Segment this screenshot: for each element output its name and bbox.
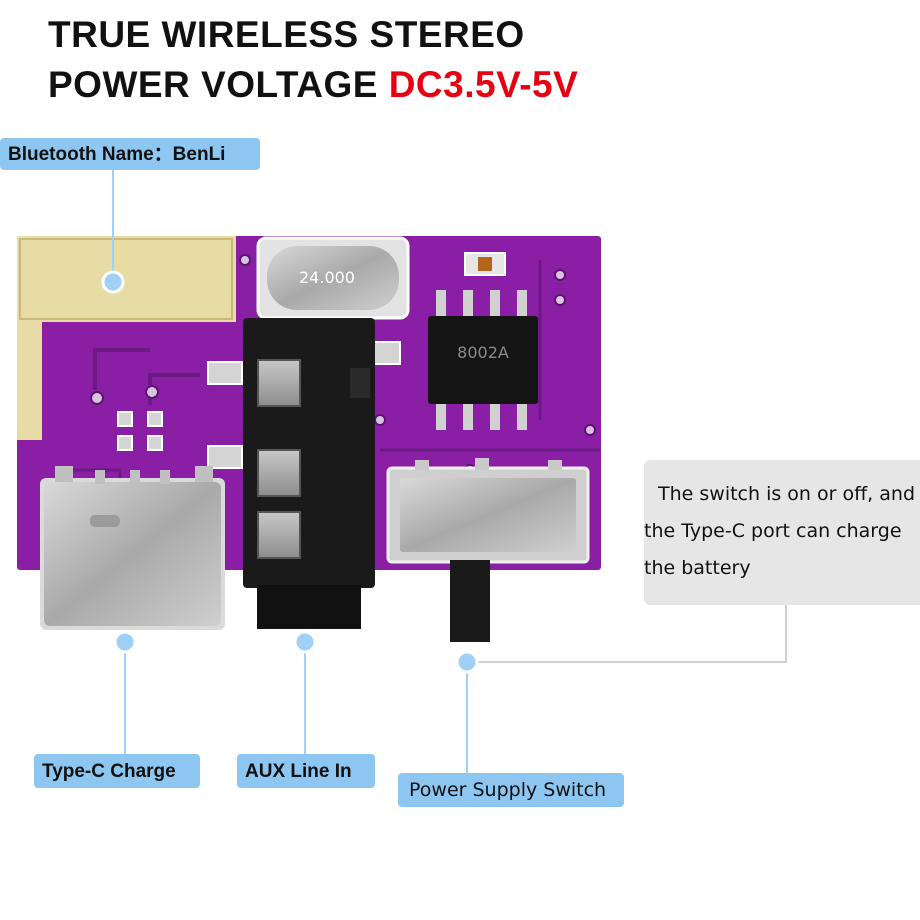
- aux-text: AUX Line In: [245, 761, 352, 782]
- voltage-prefix: POWER VOLTAGE: [48, 64, 389, 105]
- power-switch-label: Power Supply Switch: [398, 773, 624, 807]
- power-switch-text: Power Supply Switch: [409, 779, 607, 801]
- page-title: TRUE WIRELESS STEREO: [48, 14, 525, 56]
- voltage-value: DC3.5V-5V: [388, 64, 579, 105]
- slide-switch: [386, 458, 590, 642]
- bluetooth-name-label: Bluetooth Name：BenLi: [0, 138, 260, 170]
- bluetooth-marker-dot: [101, 270, 125, 294]
- voltage-title: POWER VOLTAGE DC3.5V-5V: [48, 64, 578, 106]
- switch-callout: The switch is on or off, and the Type-C …: [644, 460, 920, 605]
- type-c-text: Type-C Charge: [42, 761, 176, 782]
- crystal-marking: 24.000: [299, 268, 355, 287]
- leader-lines: [112, 168, 787, 775]
- amplifier-chip: 8002A: [428, 290, 538, 430]
- switch-lever: [450, 560, 490, 642]
- crystal-oscillator: 24.000: [256, 236, 410, 320]
- type-c-connector: [40, 466, 225, 630]
- type-c-label: Type-C Charge: [34, 754, 200, 788]
- chip-marking: 8002A: [457, 343, 509, 362]
- antenna-area: [17, 236, 236, 440]
- switch-marker-dot: [455, 650, 479, 674]
- callout-line-3: the battery: [644, 557, 751, 579]
- callout-line-1: The switch is on or off, and: [658, 483, 916, 505]
- callout-line-2: the Type-C port can charge: [644, 520, 902, 542]
- audio-jack: [243, 318, 375, 629]
- bluetooth-name-text: Bluetooth Name：BenLi: [8, 144, 226, 165]
- title-line-1: TRUE WIRELESS STEREO: [48, 14, 525, 55]
- aux-marker-dot: [293, 630, 317, 654]
- aux-label: AUX Line In: [237, 754, 375, 788]
- type-c-marker-dot: [113, 630, 137, 654]
